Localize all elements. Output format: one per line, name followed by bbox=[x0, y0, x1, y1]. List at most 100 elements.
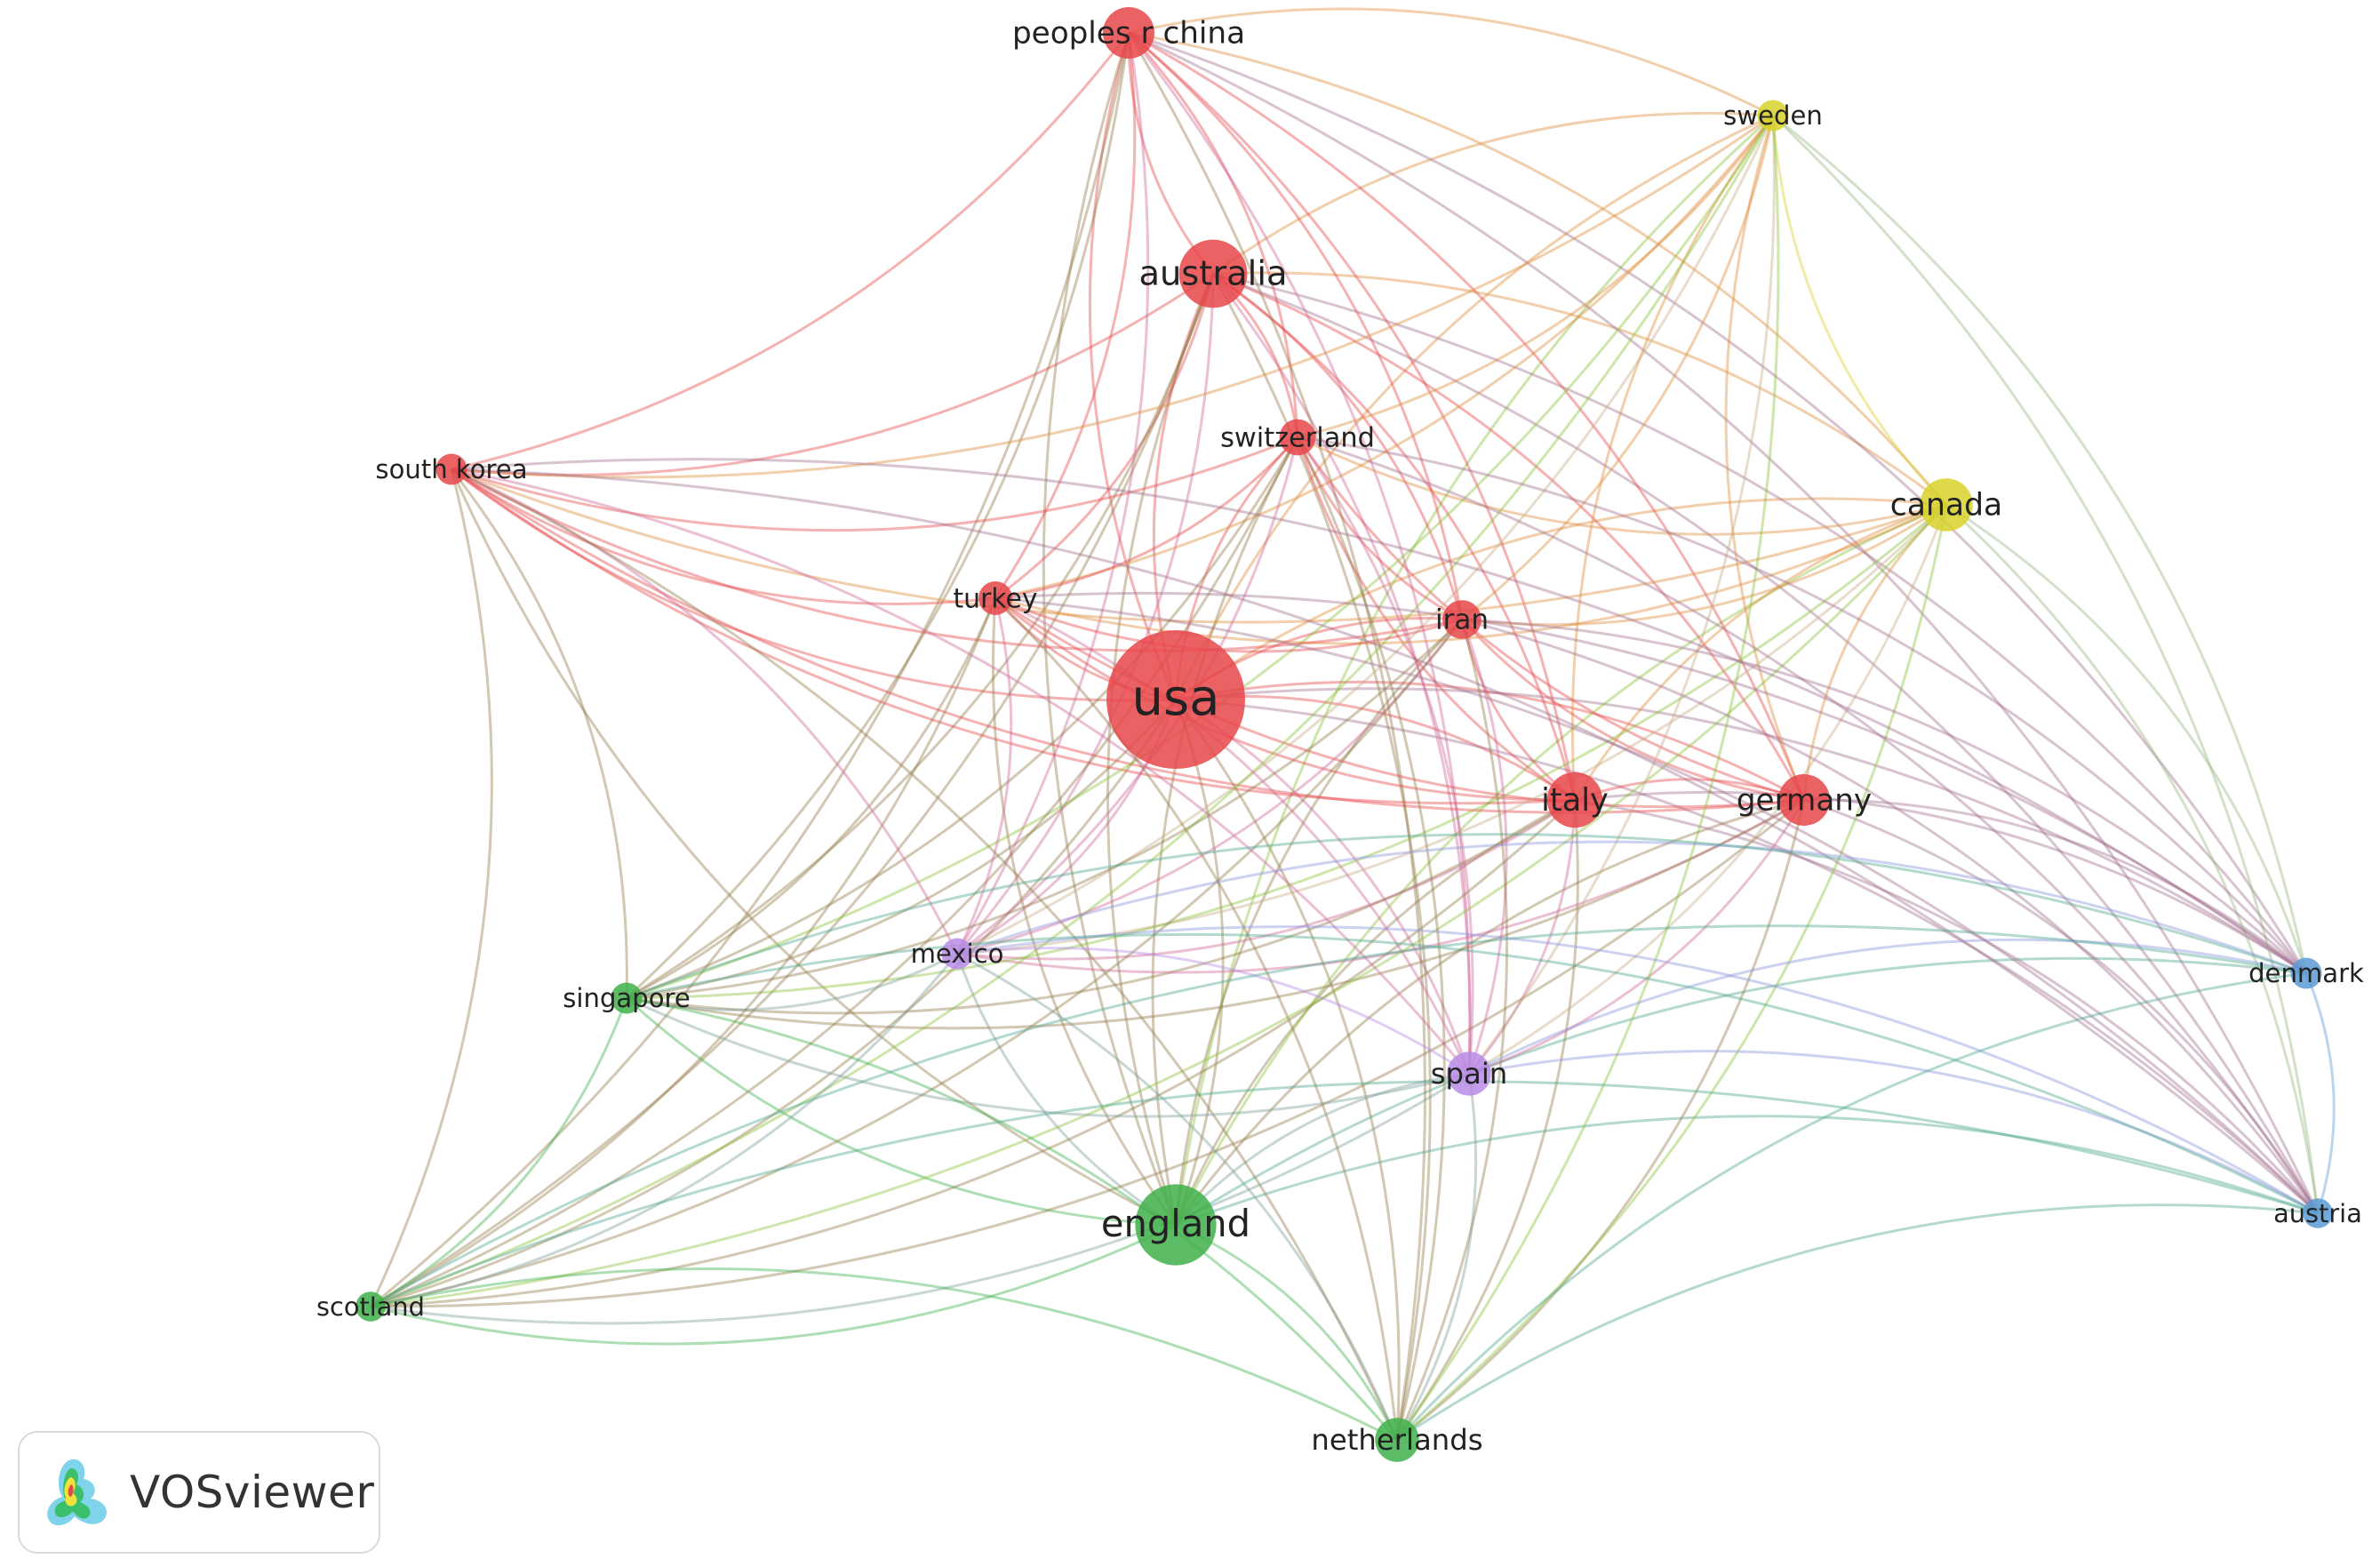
link-germany-scotland bbox=[370, 798, 1805, 1308]
link-south-korea-austria bbox=[451, 468, 2319, 1215]
node-england[interactable] bbox=[1135, 1184, 1217, 1266]
node-australia[interactable] bbox=[1178, 239, 1248, 308]
node-austria[interactable] bbox=[2303, 1198, 2333, 1228]
link-switzerland-singapore bbox=[626, 436, 1299, 1000]
link-singapore-scotland bbox=[370, 997, 628, 1308]
vosviewer-logo-icon bbox=[47, 1459, 108, 1526]
link-england-spain bbox=[1174, 1072, 1470, 1227]
link-scotland-denmark bbox=[370, 924, 2307, 1308]
link-canada-singapore bbox=[626, 503, 1947, 1000]
link-germany-canada bbox=[1802, 503, 1948, 801]
node-label-scotland: scotland bbox=[316, 1291, 425, 1322]
link-peoples-r-china-spain bbox=[1127, 32, 1472, 1075]
link-sweden-singapore bbox=[626, 115, 1775, 1000]
link-iran-turkey bbox=[994, 596, 1463, 653]
node-turkey[interactable] bbox=[978, 581, 1012, 615]
link-germany-sweden bbox=[1724, 115, 1806, 801]
node-canada[interactable] bbox=[1920, 478, 1973, 532]
node-switzerland[interactable] bbox=[1279, 419, 1316, 456]
link-canada-denmark bbox=[1945, 503, 2308, 974]
link-usa-netherlands bbox=[1174, 699, 1401, 1441]
link-england-austria bbox=[1175, 1115, 2319, 1227]
link-england-scotland bbox=[370, 1223, 1177, 1346]
link-iran-scotland bbox=[370, 619, 1464, 1308]
node-netherlands[interactable] bbox=[1375, 1418, 1419, 1462]
link-peoples-r-china-italy bbox=[1128, 31, 1577, 801]
node-mexico[interactable] bbox=[941, 938, 973, 970]
link-italy-scotland bbox=[370, 798, 1577, 1308]
node-label-usa: usa bbox=[1132, 669, 1220, 727]
link-sweden-switzerland bbox=[1297, 115, 1775, 439]
link-italy-switzerland bbox=[1296, 436, 1576, 802]
link-usa-germany bbox=[1175, 680, 1805, 802]
link-peoples-r-china-denmark bbox=[1128, 31, 2308, 974]
link-italy-south-korea bbox=[451, 468, 1576, 805]
link-peoples-r-china-switzerland bbox=[1127, 31, 1299, 438]
link-singapore-netherlands bbox=[626, 996, 1399, 1441]
node-spain[interactable] bbox=[1447, 1051, 1491, 1096]
link-scotland-netherlands bbox=[370, 1267, 1398, 1442]
link-south-korea-singapore bbox=[450, 468, 628, 999]
node-denmark[interactable] bbox=[2290, 957, 2322, 989]
link-spain-singapore bbox=[626, 996, 1470, 1118]
node-label-peoples-r-china: peoples r china bbox=[1012, 16, 1245, 52]
node-label-south-korea: south korea bbox=[375, 454, 527, 484]
link-singapore-austria bbox=[626, 932, 2319, 1215]
link-sweden-mexico bbox=[956, 115, 1775, 955]
link-south-korea-spain bbox=[451, 468, 1471, 1075]
link-usa-canada bbox=[1175, 497, 1947, 701]
link-australia-singapore bbox=[626, 273, 1215, 1000]
link-italy-netherlands bbox=[1395, 799, 1579, 1441]
link-germany-singapore bbox=[626, 798, 1805, 1030]
node-italy[interactable] bbox=[1546, 772, 1603, 828]
link-mexico-denmark bbox=[956, 840, 2307, 975]
link-canada-sweden bbox=[1771, 115, 1948, 507]
link-turkey-scotland bbox=[370, 597, 997, 1308]
link-mexico-netherlands bbox=[956, 952, 1399, 1441]
link-usa-south-korea bbox=[451, 468, 1177, 702]
node-peoples-r-china[interactable] bbox=[1103, 7, 1154, 59]
link-england-denmark bbox=[1175, 956, 2307, 1227]
node-germany[interactable] bbox=[1778, 774, 1830, 826]
link-italy-turkey bbox=[994, 596, 1576, 802]
link-england-sweden bbox=[1174, 114, 1775, 1226]
node-label-italy: italy bbox=[1541, 782, 1609, 819]
link-iran-austria bbox=[1461, 618, 2320, 1214]
link-sweden-denmark bbox=[1772, 114, 2308, 974]
link-usa-denmark bbox=[1175, 687, 2307, 975]
link-turkey-netherlands bbox=[994, 596, 1399, 1441]
link-australia-canada bbox=[1212, 271, 1947, 507]
node-usa[interactable] bbox=[1106, 630, 1245, 769]
link-germany-turkey bbox=[994, 596, 1805, 809]
link-england-iran bbox=[1174, 618, 1464, 1226]
link-usa-sweden bbox=[1174, 114, 1774, 700]
link-germany-mexico bbox=[956, 798, 1805, 974]
link-south-korea-scotland bbox=[369, 468, 493, 1307]
link-canada-iran bbox=[1461, 503, 1947, 627]
node-scotland[interactable] bbox=[355, 1291, 386, 1322]
node-sweden[interactable] bbox=[1757, 100, 1789, 132]
link-australia-sweden bbox=[1212, 111, 1774, 276]
link-england-canada bbox=[1174, 503, 1947, 1226]
node-iran[interactable] bbox=[1442, 600, 1482, 639]
node-singapore[interactable] bbox=[611, 982, 643, 1014]
link-sweden-turkey bbox=[994, 115, 1775, 600]
vosviewer-logo: VOSviewer bbox=[18, 1431, 380, 1554]
link-peoples-r-china-scotland bbox=[370, 32, 1130, 1308]
link-peoples-r-china-netherlands bbox=[1127, 32, 1426, 1441]
link-layer bbox=[369, 7, 2336, 1442]
link-switzerland-austria bbox=[1297, 436, 2320, 1214]
node-label-netherlands: netherlands bbox=[1311, 1423, 1482, 1457]
node-south-korea[interactable] bbox=[435, 453, 467, 485]
link-italy-austria bbox=[1574, 798, 2320, 1214]
link-germany-netherlands bbox=[1396, 799, 1806, 1442]
link-peoples-r-china-sweden bbox=[1128, 7, 1774, 117]
link-turkey-denmark bbox=[994, 591, 2307, 975]
link-australia-italy bbox=[1212, 272, 1577, 801]
link-sweden-iran bbox=[1461, 115, 1775, 621]
link-australia-iran bbox=[1212, 272, 1464, 620]
link-peoples-r-china-iran bbox=[1128, 31, 1464, 620]
node-label-spain: spain bbox=[1431, 1057, 1508, 1091]
link-switzerland-scotland bbox=[370, 436, 1299, 1308]
